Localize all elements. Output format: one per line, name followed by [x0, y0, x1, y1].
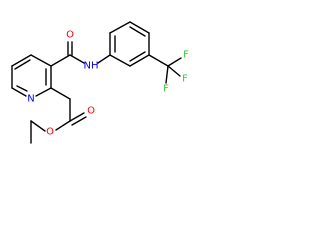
- bond-ring-c4-c5: [11, 54, 32, 67]
- atom-labels: O NH N O O F F F: [27, 30, 189, 138]
- bond-phenyl-3-4: [129, 21, 150, 34]
- bond-phenyl-5-6-inner: [129, 51, 146, 62]
- bond-cf3-to-f2: [167, 65, 181, 77]
- fluorine-1-label: F: [183, 50, 189, 61]
- bond-cf3-to-f3: [165, 65, 169, 84]
- oxygen-amide-label: O: [66, 30, 74, 41]
- nitrogen-amide-label: NH: [84, 61, 99, 72]
- bond-ring-to-carbonyl: [50, 54, 71, 67]
- bond-phenyl-2-3: [109, 21, 131, 34]
- bond-ring-c3-c4: [30, 54, 52, 67]
- bond-ring-c6-n1-inner: [16, 85, 28, 92]
- fluorine-2-label: F: [182, 74, 188, 85]
- bond-phenyl-5-6: [129, 54, 150, 67]
- ester-chain: [30, 87, 87, 144]
- bond-cf3-to-f1: [167, 57, 182, 67]
- bond-nh-to-phenyl: [97, 54, 111, 64]
- bond-phenyl-3-4-inner: [129, 26, 146, 37]
- fluorine-3-label: F: [163, 84, 169, 95]
- molecule-structure-diagram: O NH N O O F F F: [11, 21, 189, 144]
- nitrogen-pyridine-label: N: [27, 94, 34, 105]
- bond-ring-c6-n1: [11, 87, 27, 97]
- bond-ester-carbonyl-2: [71, 116, 87, 126]
- bond-ring-c4-c5-inner: [14, 59, 31, 70]
- trifluoromethyl-group: [148, 54, 182, 84]
- bond-carbonyl-to-nh: [69, 54, 85, 64]
- oxygen-ester-carbonyl-label: O: [87, 106, 95, 117]
- bond-ring-n1-c2: [35, 87, 52, 97]
- bond-ring-to-ch2: [50, 87, 71, 100]
- bond-o-to-ethyl-ch2: [30, 120, 46, 132]
- bond-ester-c-to-o: [55, 120, 71, 131]
- pyridine-ring: [11, 54, 52, 97]
- amide-group: [50, 41, 111, 67]
- bond-ester-carbonyl-1: [69, 112, 85, 122]
- phenyl-ring: [109, 21, 150, 67]
- oxygen-ester-ether-label: O: [46, 127, 54, 138]
- bond-phenyl-to-cf3: [148, 54, 169, 67]
- bond-phenyl-6-1: [109, 54, 131, 67]
